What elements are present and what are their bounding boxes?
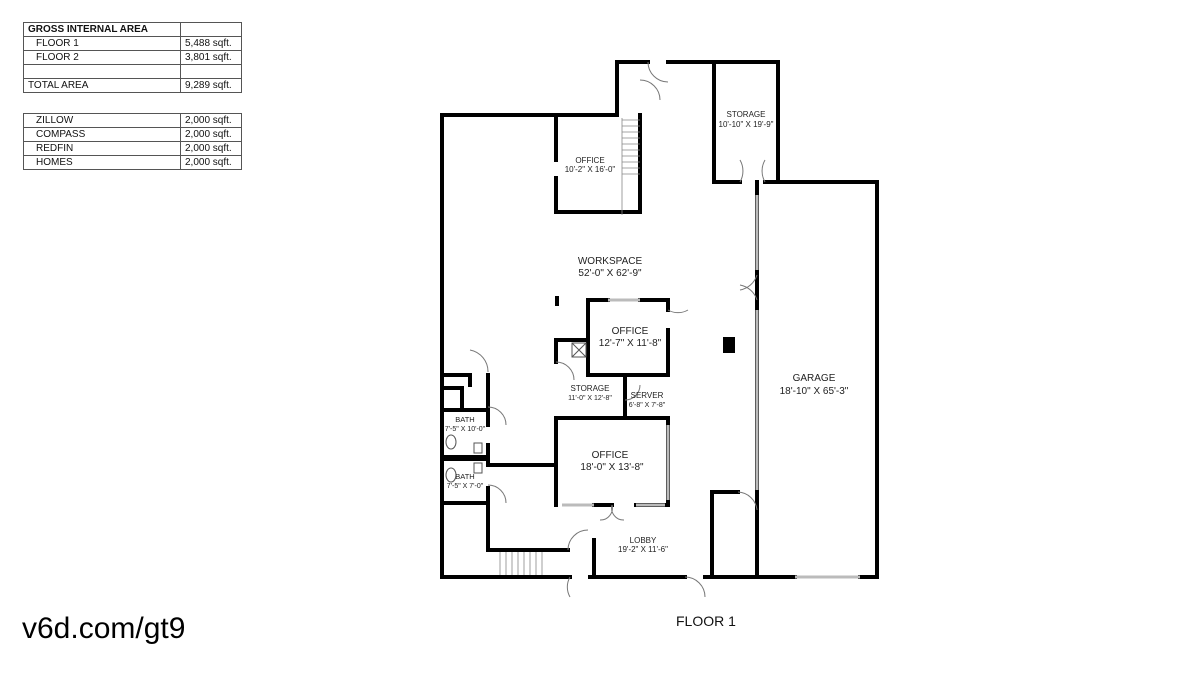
svg-text:STORAGE: STORAGE (727, 110, 766, 119)
svg-text:BATH: BATH (455, 472, 474, 481)
svg-text:OFFICE: OFFICE (612, 326, 649, 337)
svg-text:SERVER: SERVER (631, 391, 664, 400)
svg-text:52'-0" X 62'-9": 52'-0" X 62'-9" (578, 268, 642, 279)
svg-text:10'-2" X 16'-0": 10'-2" X 16'-0" (565, 165, 616, 174)
short-link: v6d.com/gt9 (22, 612, 186, 645)
svg-text:GARAGE: GARAGE (793, 373, 836, 384)
floor-label: FLOOR 1 (676, 613, 736, 629)
svg-text:18'-10" X 65'-3": 18'-10" X 65'-3" (780, 386, 849, 397)
svg-text:OFFICE: OFFICE (592, 450, 629, 461)
doors (469, 61, 766, 598)
fixtures (445, 342, 587, 483)
svg-text:LOBBY: LOBBY (630, 536, 657, 545)
svg-text:WORKSPACE: WORKSPACE (578, 256, 643, 267)
svg-text:STORAGE: STORAGE (571, 384, 610, 393)
windows (562, 195, 860, 579)
walls (440, 60, 879, 579)
svg-text:6'-8" X 7'-8": 6'-8" X 7'-8" (629, 402, 666, 409)
partition-black (442, 296, 735, 461)
svg-text:11'-0" X 12'-8": 11'-0" X 12'-8" (568, 395, 612, 402)
svg-text:18'-0" X 13'-8": 18'-0" X 13'-8" (580, 462, 644, 473)
svg-text:BATH: BATH (455, 415, 474, 424)
svg-text:10'-10" X 19'-9": 10'-10" X 19'-9" (719, 120, 774, 129)
svg-text:12'-7" X 11'-8": 12'-7" X 11'-8" (599, 338, 662, 349)
svg-text:7'-5" X 7'-0": 7'-5" X 7'-0" (447, 483, 484, 490)
svg-text:7'-5" X 10'-0": 7'-5" X 10'-0" (445, 426, 486, 433)
svg-text:OFFICE: OFFICE (575, 156, 604, 165)
table-row (23, 64, 242, 79)
svg-text:19'-2" X 11'-6": 19'-2" X 11'-6" (618, 545, 668, 554)
column (723, 337, 735, 353)
stairs (499, 118, 640, 575)
